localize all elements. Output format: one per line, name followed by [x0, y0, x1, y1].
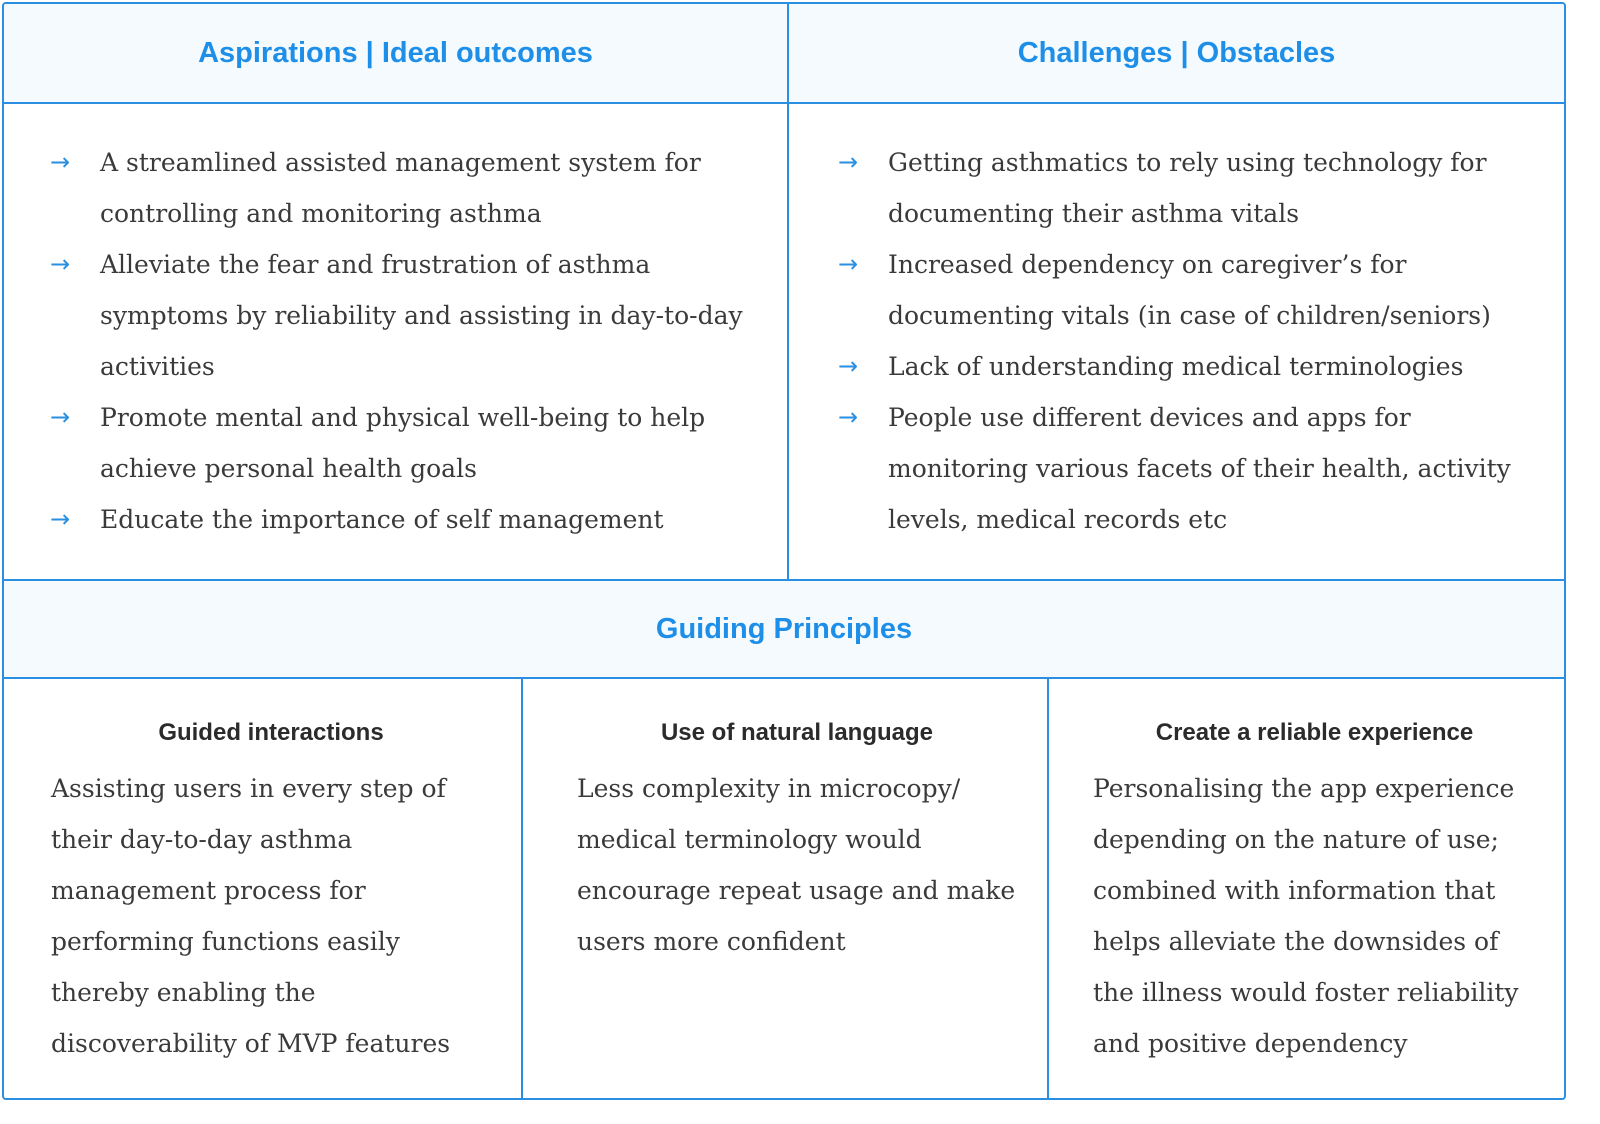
header-divider [4, 102, 1564, 104]
principle-body: Personalising the app experience dependi… [1093, 774, 1519, 1058]
list-item: →People use different devices and apps f… [838, 392, 1538, 545]
principle-title: Use of natural language [660, 719, 934, 746]
guiding-principles-header: Guiding Principles [4, 581, 1564, 677]
arrow-right-icon: → [838, 250, 859, 278]
principles-divider [4, 677, 1564, 679]
principle-guided-interactions: Guided interactions Assisting users in e… [4, 679, 521, 1069]
column-divider-top [787, 4, 789, 581]
principle-natural-language: Use of natural language Less complexity … [523, 679, 1047, 967]
arrow-right-icon: → [50, 250, 71, 278]
principle-body: Assisting users in every step of their d… [51, 774, 451, 1058]
principle-body: Less complexity in microcopy/ medical te… [577, 774, 1016, 956]
challenges-list: →Getting asthmatics to rely using techno… [838, 137, 1538, 545]
section-divider [4, 579, 1564, 581]
challenges-title: Challenges | Obstacles [1017, 36, 1336, 69]
arrow-right-icon: → [50, 148, 71, 176]
list-item: →Increased dependency on caregiver’s for… [838, 239, 1538, 341]
guiding-principles-title: Guiding Principles [655, 612, 913, 645]
arrow-right-icon: → [838, 352, 859, 380]
principle-title: Create a reliable experience [1155, 719, 1474, 746]
arrow-right-icon: → [838, 148, 859, 176]
arrow-right-icon: → [838, 403, 859, 431]
arrow-right-icon: → [50, 505, 71, 533]
list-item: →Getting asthmatics to rely using techno… [838, 137, 1538, 239]
principle-divider-2 [1047, 679, 1049, 1098]
list-item: →Lack of understanding medical terminolo… [838, 341, 1538, 392]
principle-title: Guided interactions [158, 719, 384, 746]
aspirations-header: Aspirations | Ideal outcomes [4, 4, 787, 102]
list-item: →Promote mental and physical well-being … [50, 392, 750, 494]
framework-table: Aspirations | Ideal outcomes Challenges … [2, 2, 1566, 1100]
aspirations-title: Aspirations | Ideal outcomes [198, 36, 593, 69]
aspirations-list: →A streamlined assisted management syste… [50, 137, 750, 545]
arrow-right-icon: → [50, 403, 71, 431]
principle-reliable-experience: Create a reliable experience Personalisi… [1049, 679, 1564, 1069]
challenges-header: Challenges | Obstacles [789, 4, 1564, 102]
list-item: →Educate the importance of self manageme… [50, 494, 750, 545]
principle-divider-1 [521, 679, 523, 1098]
list-item: →A streamlined assisted management syste… [50, 137, 750, 239]
list-item: →Alleviate the fear and frustration of a… [50, 239, 750, 392]
